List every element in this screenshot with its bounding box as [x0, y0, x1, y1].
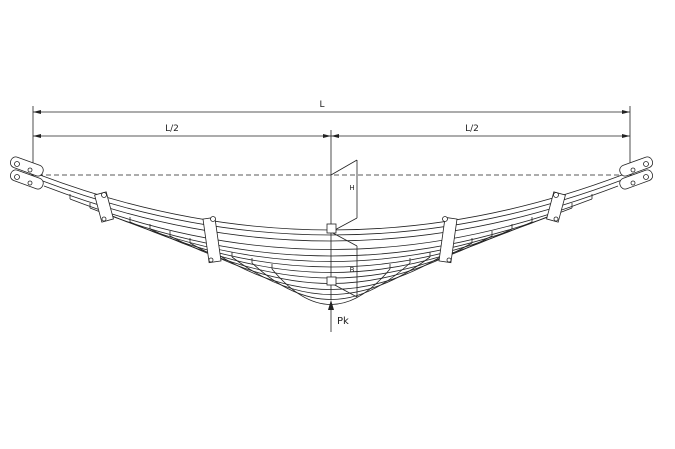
camber-label: H [349, 184, 354, 192]
stack-dimension [330, 231, 358, 298]
camber-dimension [330, 159, 358, 233]
half-dimensions [33, 130, 630, 300]
load-label: Pk [337, 316, 349, 327]
right-spring-eye [619, 156, 654, 190]
rebound-clip-outer-right [546, 191, 566, 223]
stack-label: B [350, 266, 355, 274]
rebound-clip-outer-left [94, 191, 114, 223]
overall-length-label: L [319, 100, 324, 110]
right-half-label: L/2 [465, 124, 479, 134]
left-spring-eye [9, 156, 44, 190]
center-bolt [326, 223, 337, 286]
rebound-clip-inner-right [438, 216, 458, 264]
overall-dimension [32, 106, 631, 185]
left-half-label: L/2 [165, 124, 179, 134]
rebound-clip-inner-left [202, 216, 222, 264]
load-arrow [328, 300, 334, 332]
